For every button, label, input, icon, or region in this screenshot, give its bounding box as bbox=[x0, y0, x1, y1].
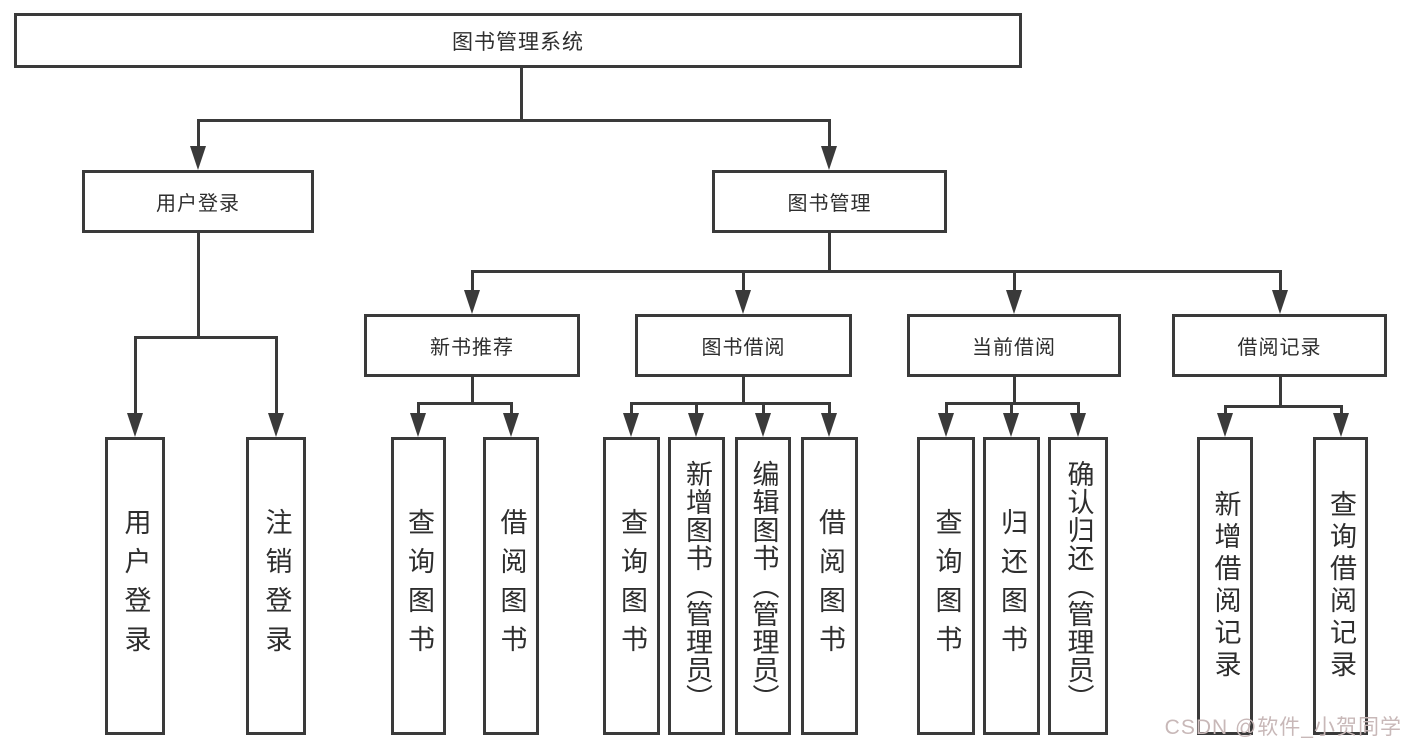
leaf-nbr-query-book: 查询图书 bbox=[391, 437, 446, 735]
leaf-nbr-borrow-book: 借阅图书 bbox=[483, 437, 539, 735]
arrow-down-icon bbox=[503, 413, 519, 437]
leaf-bb-borrow-book: 借阅图书 bbox=[801, 437, 858, 735]
leaf-br-query-record-label: 查询借阅记录 bbox=[1326, 490, 1356, 682]
arrow-down-icon bbox=[190, 146, 206, 170]
leaf-bb-query-book-label: 查询图书 bbox=[617, 508, 647, 664]
connector-br-hline bbox=[1224, 405, 1342, 408]
node-current-borrow-label: 当前借阅 bbox=[972, 337, 1056, 359]
arrow-down-icon bbox=[464, 290, 480, 314]
connector-cb-arrow2-shaft bbox=[1010, 402, 1013, 415]
connector-br-arrow1-shaft bbox=[1224, 405, 1227, 415]
connector-br-arrow2-shaft bbox=[1340, 405, 1343, 415]
connector-bookmgmt-arrow1-shaft bbox=[471, 270, 474, 292]
connector-bookmgmt-arrow3-shaft bbox=[1013, 270, 1016, 292]
node-user-login: 用户登录 bbox=[82, 170, 314, 233]
node-new-book-rec: 新书推荐 bbox=[364, 314, 580, 377]
connector-nbr-hline bbox=[417, 402, 513, 405]
connector-bb-arrow2-shaft bbox=[695, 402, 698, 415]
connector-root-arrow2-shaft bbox=[828, 119, 831, 148]
connector-cb-vline bbox=[1013, 375, 1016, 405]
arrow-down-icon bbox=[127, 413, 143, 437]
csdn-watermark: CSDN @软件_小贺同学 bbox=[1164, 716, 1402, 739]
arrow-down-icon bbox=[1333, 413, 1349, 437]
connector-bookmgmt-arrow2-shaft bbox=[742, 270, 745, 292]
leaf-cb-return-book-label: 归还图书 bbox=[997, 508, 1027, 664]
connector-bookmgmt-hline bbox=[471, 270, 1281, 273]
connector-bb-arrow3-shaft bbox=[762, 402, 765, 415]
connector-bb-arrow1-shaft bbox=[630, 402, 633, 415]
connector-bookmgmt-vline bbox=[828, 231, 831, 273]
connector-root-vline bbox=[520, 66, 523, 121]
arrow-down-icon bbox=[410, 413, 426, 437]
connector-cb-arrow3-shaft bbox=[1077, 402, 1080, 415]
connector-userlogin-vline bbox=[197, 231, 200, 339]
leaf-bb-edit-book: 编辑图书（管理员） bbox=[735, 437, 791, 735]
node-book-mgmt-label: 图书管理 bbox=[787, 193, 872, 215]
node-root: 图书管理系统 bbox=[14, 13, 1022, 68]
leaf-br-query-record: 查询借阅记录 bbox=[1313, 437, 1368, 735]
leaf-br-add-record-label: 新增借阅记录 bbox=[1210, 490, 1241, 682]
connector-bb-hline bbox=[630, 402, 831, 405]
connector-root-arrow1-shaft bbox=[197, 119, 200, 148]
node-root-label: 图书管理系统 bbox=[452, 30, 584, 54]
connector-userlogin-arrow2-shaft bbox=[275, 336, 278, 415]
arrow-down-icon bbox=[1003, 413, 1019, 437]
arrow-down-icon bbox=[268, 413, 284, 437]
node-current-borrow: 当前借阅 bbox=[907, 314, 1121, 377]
leaf-br-add-record: 新增借阅记录 bbox=[1197, 437, 1253, 735]
arrow-down-icon bbox=[755, 413, 771, 437]
leaf-cb-return-book: 归还图书 bbox=[983, 437, 1040, 735]
arrow-down-icon bbox=[623, 413, 639, 437]
connector-bb-vline bbox=[742, 375, 745, 405]
connector-root-hline bbox=[197, 119, 831, 122]
connector-bookmgmt-arrow4-shaft bbox=[1279, 270, 1282, 292]
connector-userlogin-hline bbox=[134, 336, 277, 339]
arrow-down-icon bbox=[821, 146, 837, 170]
connector-nbr-arrow1-shaft bbox=[417, 402, 420, 415]
node-borrow-record: 借阅记录 bbox=[1172, 314, 1387, 377]
leaf-user-login-label: 用户登录 bbox=[120, 508, 151, 664]
arrow-down-icon bbox=[1217, 413, 1233, 437]
leaf-nbr-query-book-label: 查询图书 bbox=[404, 508, 434, 664]
connector-br-vline bbox=[1279, 375, 1282, 408]
connector-nbr-vline bbox=[471, 375, 474, 405]
connector-userlogin-arrow1-shaft bbox=[134, 336, 137, 415]
node-book-borrow-label: 图书借阅 bbox=[701, 337, 786, 359]
leaf-bb-borrow-book-label: 借阅图书 bbox=[815, 508, 845, 664]
arrow-down-icon bbox=[1272, 290, 1288, 314]
arrow-down-icon bbox=[1006, 290, 1022, 314]
leaf-cb-query-book-label: 查询图书 bbox=[931, 508, 962, 664]
connector-cb-arrow1-shaft bbox=[945, 402, 948, 415]
node-borrow-record-label: 借阅记录 bbox=[1237, 337, 1322, 359]
leaf-user-login: 用户登录 bbox=[105, 437, 165, 735]
node-user-login-label: 用户登录 bbox=[156, 193, 240, 215]
connector-bb-arrow4-shaft bbox=[828, 402, 831, 415]
arrow-down-icon bbox=[1070, 413, 1086, 437]
leaf-logout: 注销登录 bbox=[246, 437, 306, 735]
arrow-down-icon bbox=[938, 413, 954, 437]
leaf-bb-add-book-label: 新增图书（管理员） bbox=[682, 460, 712, 712]
leaf-cb-confirm-return: 确认归还（管理员） bbox=[1048, 437, 1108, 735]
connector-nbr-arrow2-shaft bbox=[510, 402, 513, 415]
arrow-down-icon bbox=[735, 290, 751, 314]
arrow-down-icon bbox=[821, 413, 837, 437]
leaf-bb-add-book: 新增图书（管理员） bbox=[668, 437, 725, 735]
leaf-cb-query-book: 查询图书 bbox=[917, 437, 975, 735]
leaf-cb-confirm-return-label: 确认归还（管理员） bbox=[1063, 460, 1094, 712]
leaf-nbr-borrow-book-label: 借阅图书 bbox=[496, 508, 527, 664]
node-new-book-rec-label: 新书推荐 bbox=[430, 337, 514, 359]
leaf-bb-query-book: 查询图书 bbox=[603, 437, 660, 735]
arrow-down-icon bbox=[688, 413, 704, 437]
leaf-bb-edit-book-label: 编辑图书（管理员） bbox=[748, 460, 779, 712]
node-book-borrow: 图书借阅 bbox=[635, 314, 852, 377]
node-book-mgmt: 图书管理 bbox=[712, 170, 947, 233]
leaf-logout-label: 注销登录 bbox=[261, 508, 292, 664]
